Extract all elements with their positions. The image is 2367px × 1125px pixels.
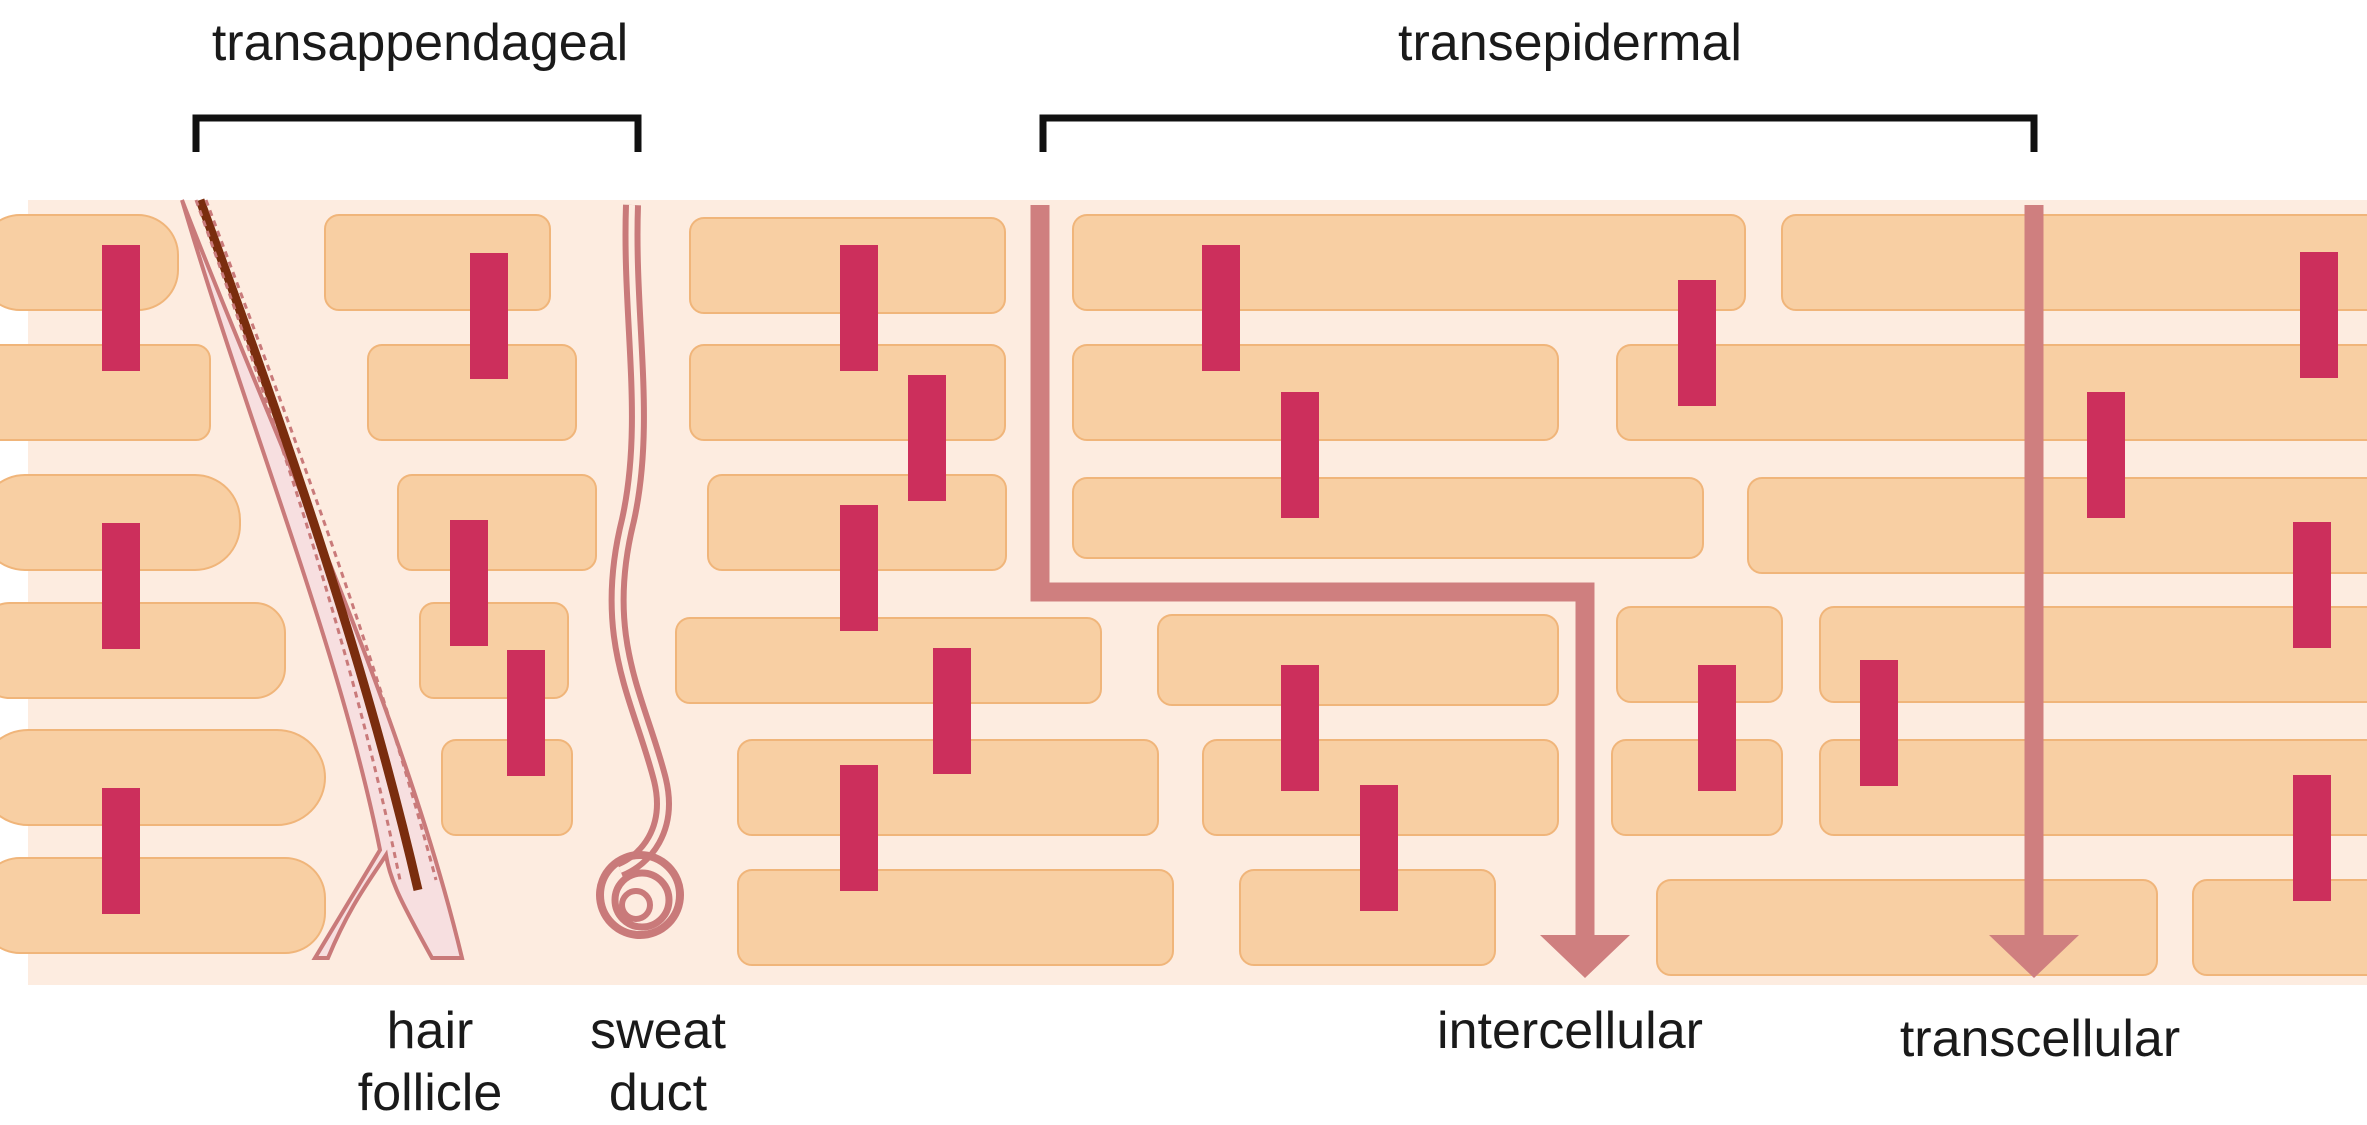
corneocyte [325,215,550,310]
corneocyte [1612,740,1782,835]
corneocyte [398,475,596,570]
hair-follicle-label: hair follicle [330,1000,530,1124]
corneocyte [738,870,1173,965]
corneocyte [1748,478,2367,573]
desmosome [1698,665,1736,791]
desmosome [1860,660,1898,786]
corneocyte [676,618,1101,703]
desmosome [507,650,545,776]
desmosome [1281,665,1319,791]
desmosome [840,765,878,891]
sweat-duct-label-line2: duct [558,1062,758,1124]
corneocyte [1073,478,1703,558]
desmosome [2293,775,2331,901]
corneocyte [0,730,325,825]
transepidermal-label: transepidermal [1310,12,1830,74]
desmosome [450,520,488,646]
corneocyte [0,858,325,953]
desmosome [908,375,946,501]
transcellular-label: transcellular [1840,1008,2240,1070]
corneocyte [1782,215,2367,310]
desmosome [102,523,140,649]
corneocyte [420,603,568,698]
desmosome [2293,522,2331,648]
sweat-duct-label-line1: sweat [558,1000,758,1062]
desmosome [102,245,140,371]
hair-follicle-label-line2: follicle [330,1062,530,1124]
corneocyte [0,215,178,310]
corneocyte [2193,880,2367,975]
transappendageal-bracket [196,118,638,152]
desmosome [470,253,508,379]
corneocyte [1158,615,1558,705]
desmosome [1678,280,1716,406]
sweat-duct-label: sweat duct [558,1000,758,1124]
transappendageal-label: transappendageal [160,12,680,74]
desmosome [1360,785,1398,911]
corneocyte [1073,215,1745,310]
corneocyte [0,603,285,698]
corneocyte [1657,880,2157,975]
desmosome [933,648,971,774]
desmosome [840,505,878,631]
desmosome [102,788,140,914]
desmosome [2087,392,2125,518]
corneocyte [1617,345,2367,440]
corneocyte [1820,607,2367,702]
desmosome [1202,245,1240,371]
intercellular-label: intercellular [1370,1000,1770,1062]
desmosome [2300,252,2338,378]
desmosome [1281,392,1319,518]
transepidermal-bracket [1043,118,2034,152]
desmosome [840,245,878,371]
corneocyte [1820,740,2367,835]
hair-follicle-label-line1: hair [330,1000,530,1062]
